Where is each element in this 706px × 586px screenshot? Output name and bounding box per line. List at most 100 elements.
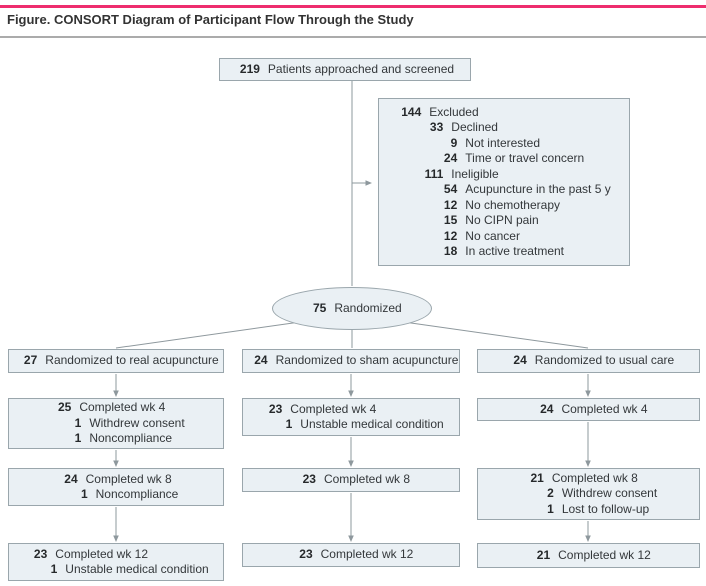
box-sham-wk8: 23 Completed wk 8 xyxy=(242,468,460,492)
flow-line: 33 Declined xyxy=(397,120,610,136)
count-value: 24 xyxy=(513,353,527,368)
count-value: 9 xyxy=(450,135,458,150)
flow-line: 27 Randomized to real acupuncture xyxy=(13,353,219,369)
count-value: 21 xyxy=(530,470,544,485)
box-text: 23 Completed wk 8 xyxy=(292,472,410,488)
count-value: 111 xyxy=(424,166,444,181)
box-arm-usual-care: 24 Randomized to usual care xyxy=(477,349,700,373)
count-value: 12 xyxy=(443,228,458,243)
count-label: Randomized to usual care xyxy=(534,353,675,368)
box-text: 75 Randomized xyxy=(302,300,402,317)
count-label: Lost to follow-up xyxy=(561,501,650,516)
flow-line: 12 No cancer xyxy=(397,229,610,245)
count-label: Randomized to sham acupuncture xyxy=(275,353,459,368)
box-text: 24 Randomized to sham acupuncture xyxy=(244,353,459,369)
count-value: 24 xyxy=(64,471,78,486)
count-label: Completed wk 8 xyxy=(551,470,638,485)
flow-line: 111 Ineligible xyxy=(397,167,610,183)
count-value: 23 xyxy=(299,547,313,562)
count-label: Acupuncture in the past 5 y xyxy=(465,182,611,196)
count-label: Completed wk 8 xyxy=(323,472,411,487)
count-value: 24 xyxy=(254,353,268,368)
count-value: 25 xyxy=(57,400,72,415)
accent-rule xyxy=(0,5,706,8)
box-arm-sham-acupuncture: 24 Randomized to sham acupuncture xyxy=(242,349,460,373)
count-label: Noncompliance xyxy=(89,431,173,446)
count-label: Time or travel concern xyxy=(465,151,585,165)
count-label: Randomized xyxy=(334,300,402,315)
count-label: Completed wk 12 xyxy=(320,547,414,562)
flow-line: 21 Completed wk 8 xyxy=(520,471,657,487)
flow-line: 24 Time or travel concern xyxy=(397,151,610,167)
count-value: 1 xyxy=(74,415,82,430)
box-sham-wk12: 23 Completed wk 12 xyxy=(242,543,460,567)
count-value: 1 xyxy=(74,431,82,446)
count-value: 1 xyxy=(80,487,88,501)
box-usual-wk4: 24 Completed wk 4 xyxy=(477,398,700,421)
count-value: 27 xyxy=(23,353,38,368)
box-arm-real-acupuncture: 27 Randomized to real acupuncture xyxy=(8,349,224,373)
figure-title: Figure. CONSORT Diagram of Participant F… xyxy=(7,12,414,27)
flow-line: 24 Completed wk 4 xyxy=(529,402,647,418)
count-label: No cancer xyxy=(465,228,520,243)
box-text: 21 Completed wk 12 xyxy=(526,548,651,564)
count-value: 23 xyxy=(302,472,316,487)
count-value: 144 xyxy=(401,104,422,119)
ellipse-randomized: 75 Randomized xyxy=(272,287,432,330)
count-value: 24 xyxy=(540,401,554,416)
count-value: 12 xyxy=(443,197,458,212)
flow-line: 9 Not interested xyxy=(397,136,610,152)
count-label: Patients approached and screened xyxy=(267,61,455,76)
box-text: 24 Randomized to usual care xyxy=(503,353,674,369)
flow-line: 23 Completed wk 8 xyxy=(292,472,410,488)
flow-line: 24 Completed wk 8 xyxy=(54,472,179,488)
count-label: Unstable medical condition xyxy=(65,562,209,576)
box-text: 23 Completed wk 12 xyxy=(289,547,414,563)
count-value: 21 xyxy=(536,547,551,562)
box-text: 24 Completed wk 4 xyxy=(529,402,647,418)
count-value: 24 xyxy=(443,151,458,165)
count-label: No chemotherapy xyxy=(465,197,560,212)
flow-line: 1 Unstable medical condition xyxy=(258,417,444,433)
count-label: No CIPN pain xyxy=(465,213,539,227)
flow-line: 1 Noncompliance xyxy=(47,431,184,447)
count-value: 23 xyxy=(33,546,48,561)
count-label: Completed wk 8 xyxy=(85,471,172,486)
count-value: 54 xyxy=(443,182,458,196)
count-value: 1 xyxy=(285,417,293,431)
count-label: Completed wk 12 xyxy=(55,546,148,561)
count-label: Noncompliance xyxy=(95,487,179,501)
count-label: Declined xyxy=(451,120,498,134)
count-value: 33 xyxy=(429,120,444,134)
count-value: 75 xyxy=(312,300,327,315)
count-label: Ineligible xyxy=(451,166,499,181)
count-label: Randomized to real acupuncture xyxy=(45,353,219,368)
flow-line: 23 Completed wk 12 xyxy=(289,547,414,563)
count-label: Completed wk 4 xyxy=(561,401,648,416)
count-label: Unstable medical condition xyxy=(300,417,444,431)
count-value: 23 xyxy=(268,401,283,416)
count-value: 18 xyxy=(443,244,458,258)
count-label: Completed wk 12 xyxy=(558,547,651,562)
flow-line: 54 Acupuncture in the past 5 y xyxy=(397,182,611,198)
count-label: Not interested xyxy=(465,135,540,150)
flow-line: 75 Randomized xyxy=(302,300,402,317)
